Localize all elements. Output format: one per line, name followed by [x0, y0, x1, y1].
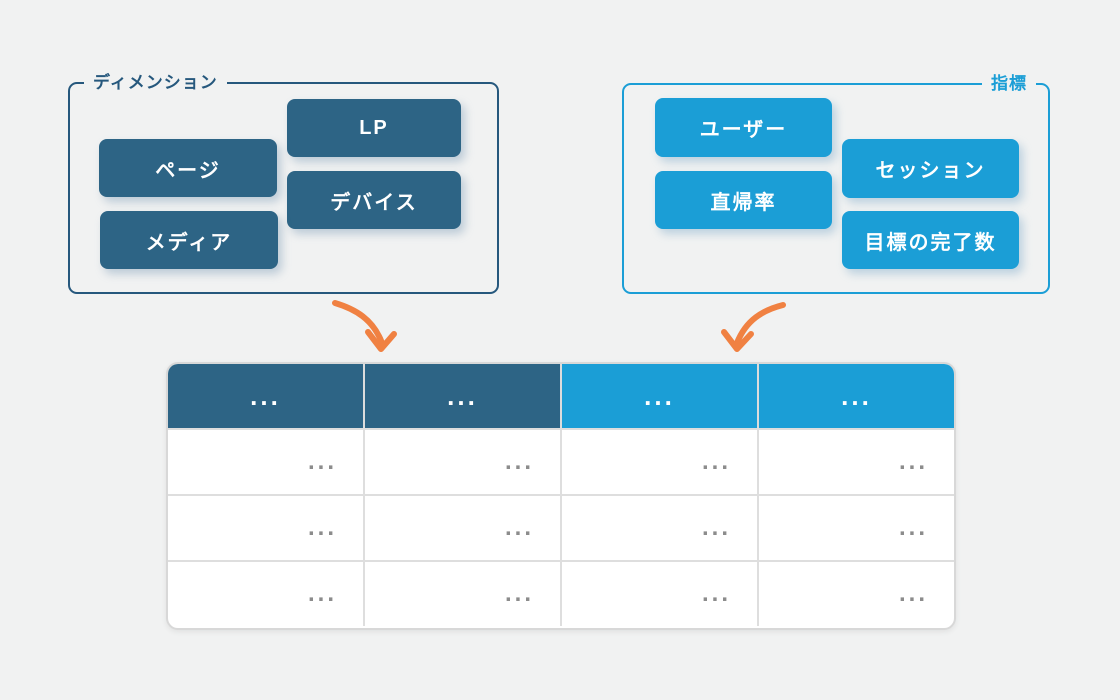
table-cell: ... [307, 514, 337, 541]
dimension-chip-lp-label: LP [359, 116, 389, 139]
metrics-group-label: 指標 [982, 72, 1036, 96]
table-cell: ... [363, 562, 560, 626]
result-table-header-row: ... ... ... ... [168, 364, 954, 428]
table-row: ... ... ... ... [168, 428, 954, 494]
dimensions-group: ディメンション LP ページ デバイス メディア [68, 71, 499, 294]
result-table: ... ... ... ... ... ... ... ... ... ... … [166, 362, 956, 630]
metric-chip-bounce-rate: 直帰率 [655, 171, 832, 229]
metric-chip-sessions: セッション [842, 139, 1019, 198]
table-cell: ... [757, 496, 954, 560]
table-row: ... ... ... ... [168, 494, 954, 560]
table-header-cell-metric-1: ... [560, 364, 757, 428]
table-cell: ... [560, 496, 757, 560]
dimension-chip-device: デバイス [287, 171, 461, 229]
metric-chip-goal-completions-label: 目標の完了数 [864, 231, 997, 254]
table-cell: ... [560, 430, 757, 494]
dimension-chip-media: メディア [100, 211, 278, 269]
dimension-chip-media-label: メディア [145, 231, 233, 254]
metric-chip-users-label: ユーザー [699, 119, 788, 141]
dimensions-group-label: ディメンション [84, 71, 227, 95]
table-header-cell-dimension-2: ... [363, 364, 560, 428]
metric-chip-sessions-label: セッション [875, 160, 986, 182]
metric-chip-bounce-rate-label: 直帰率 [710, 191, 777, 214]
table-cell: ... [757, 562, 954, 626]
table-cell: ... [307, 580, 337, 607]
dimension-chip-page: ページ [99, 139, 277, 197]
table-cell: ... [560, 562, 757, 626]
dimension-chip-page-label: ページ [155, 159, 221, 182]
curved-arrow-down-right-icon [721, 302, 786, 352]
metric-chip-goal-completions: 目標の完了数 [842, 211, 1019, 269]
curved-arrow-down-left-icon [332, 300, 397, 352]
metrics-group: 指標 ユーザー セッション 直帰率 目標の完了数 [622, 72, 1050, 294]
table-cell: ... [363, 430, 560, 494]
table-row: ... ... ... ... [168, 560, 954, 626]
dimension-chip-device-label: デバイス [330, 191, 418, 214]
metric-chip-users: ユーザー [655, 98, 832, 157]
table-cell: ... [307, 448, 337, 475]
table-header-cell-metric-2: ... [757, 364, 954, 428]
table-cell: ... [757, 430, 954, 494]
dimension-chip-lp: LP [287, 99, 461, 157]
table-cell: ... [363, 496, 560, 560]
table-header-cell-dimension-1: ... [168, 364, 363, 428]
